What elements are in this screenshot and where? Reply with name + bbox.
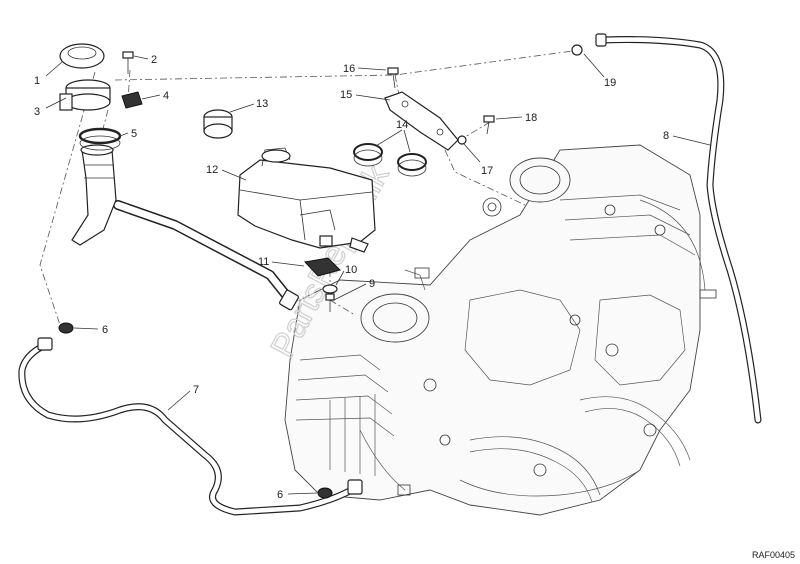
reference-code: RAF00405 [752,550,795,560]
callout-3: 3 [34,106,40,118]
filler-neck-pipe [71,144,299,311]
assembly-lines [39,49,581,326]
callout-16: 16 [343,63,355,75]
callout-5: 5 [131,128,137,140]
screw-18 [483,115,495,135]
clip-nut-4 [121,91,143,109]
engine-block [284,144,717,516]
coolant-hose-7 [18,337,363,516]
callout-10: 10 [345,264,357,276]
clamp-14b [397,153,427,177]
callout-15: 15 [340,89,352,101]
callout-6b: 6 [277,489,283,501]
bolt-9 [325,293,335,312]
bracket-15 [384,91,459,151]
callout-7: 7 [193,384,199,396]
coolant-hose-8 [595,33,762,424]
callout-13: 13 [256,98,268,110]
callouts: 1 2 3 4 5 6 6 7 8 9 10 11 12 13 14 15 16… [34,54,669,501]
filler-body [59,79,111,111]
callout-19: 19 [604,77,616,89]
callout-4: 4 [163,90,169,102]
clamp-14a [353,143,383,167]
tank-cap-13 [203,109,233,139]
hose-clamp-19 [571,44,583,56]
expansion-tank [237,147,376,253]
leader-lines [45,53,711,495]
callout-9: 9 [369,278,375,290]
washer-10 [322,284,338,294]
rubber-pad-11 [304,257,341,277]
callout-2: 2 [151,54,157,66]
callout-12: 12 [206,164,218,176]
callout-17: 17 [481,165,493,177]
screw-16 [387,67,399,89]
hose-clamp-6b [317,487,333,499]
callout-6a: 6 [102,324,108,336]
filler-cap [59,43,105,69]
callout-1: 1 [34,75,40,87]
callout-8: 8 [663,130,669,142]
screw-2 [122,51,134,74]
screw-17 [457,135,467,145]
callout-14: 14 [396,119,408,131]
hose-clamp-6a [58,322,74,334]
callout-11: 11 [258,256,269,268]
callout-18: 18 [525,112,537,124]
